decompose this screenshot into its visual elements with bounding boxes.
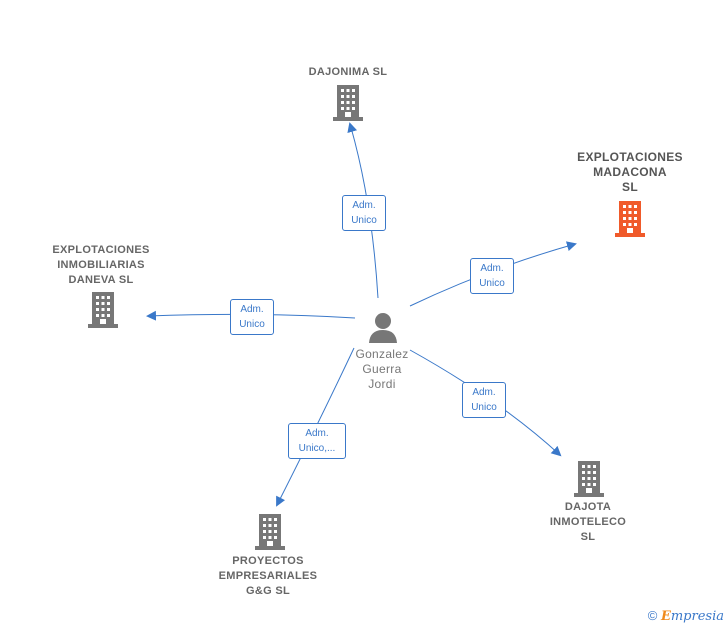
building-icon[interactable] xyxy=(88,292,118,328)
role-badge-daneva[interactable]: Adm. Unico xyxy=(230,299,274,335)
role-badge-proyectos[interactable]: Adm. Unico,... xyxy=(288,423,346,459)
company-label-daneva[interactable]: EXPLOTACIONES INMOBILIARIAS DANEVA SL xyxy=(52,244,150,286)
company-label-dajota[interactable]: DAJOTA INMOTELECO SL xyxy=(549,501,627,543)
role-badge-madacona[interactable]: Adm. Unico xyxy=(470,258,514,294)
brand-logo-e: E xyxy=(660,609,671,624)
building-icon[interactable] xyxy=(333,85,363,121)
person-name[interactable]: Gonzalez Guerra Jordi xyxy=(355,347,409,391)
person-icon[interactable] xyxy=(368,311,398,343)
company-label-proyectos[interactable]: PROYECTOS EMPRESARIALES G&G SL xyxy=(218,555,318,597)
company-label-dajonima[interactable]: DAJONIMA SL xyxy=(308,66,388,78)
building-icon[interactable] xyxy=(615,201,645,237)
copyright-icon: © xyxy=(647,608,658,623)
company-label-madacona[interactable]: EXPLOTACIONES MADACONA SL xyxy=(577,150,683,194)
role-badge-dajota[interactable]: Adm. Unico xyxy=(462,382,506,418)
brand-logo-text: mpresia xyxy=(670,609,724,624)
brand-footer: © Empresia xyxy=(648,608,724,624)
role-badge-dajonima[interactable]: Adm. Unico xyxy=(342,195,386,231)
building-icon[interactable] xyxy=(574,461,604,497)
building-icon[interactable] xyxy=(255,514,285,550)
